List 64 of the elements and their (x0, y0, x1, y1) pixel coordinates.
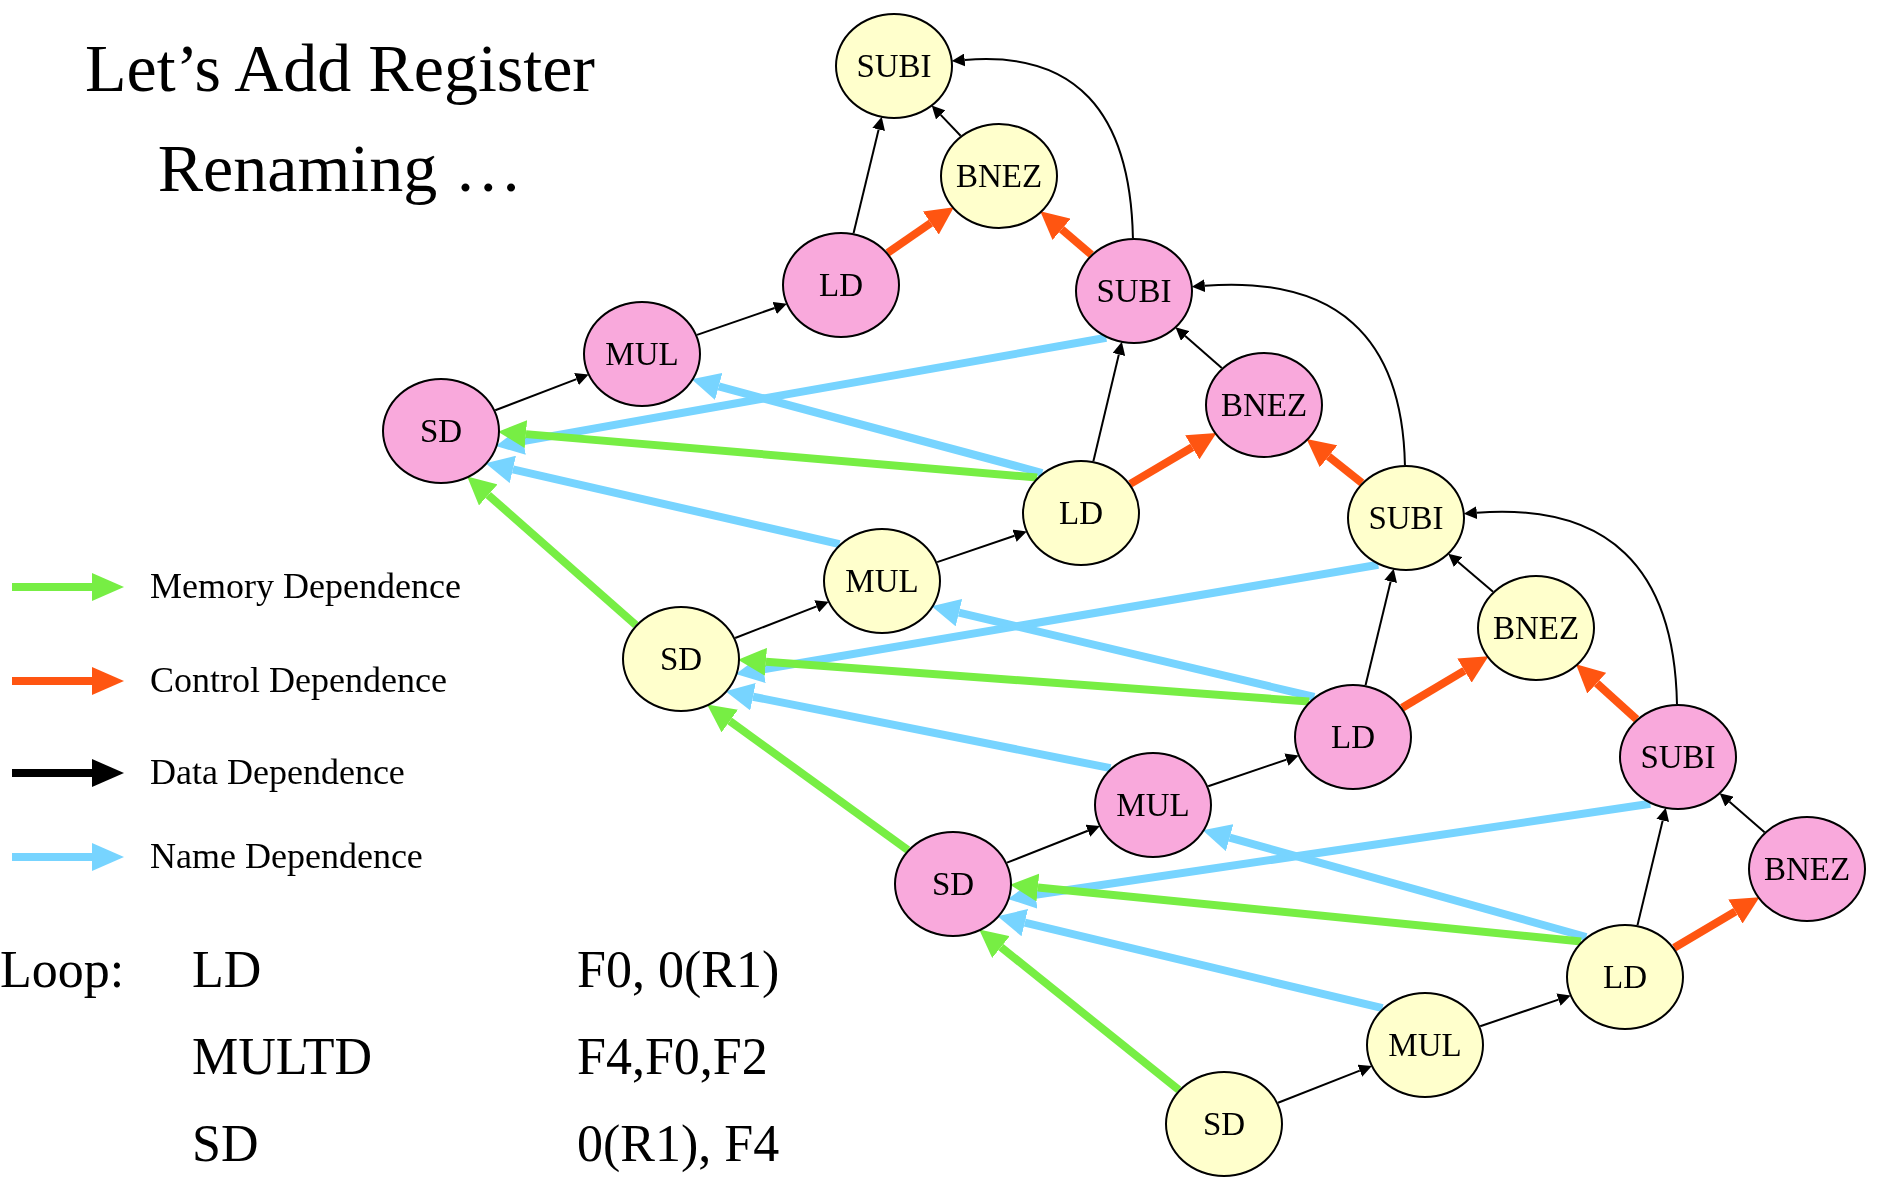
node-label: MUL (1116, 786, 1190, 824)
node-label: SD (931, 865, 975, 903)
arrow (1672, 897, 1760, 952)
arrow (1719, 793, 1766, 834)
arrow (1400, 656, 1489, 712)
arrow (931, 105, 962, 137)
arrow (707, 704, 911, 854)
arrow (979, 929, 1182, 1094)
arrow (1207, 753, 1299, 788)
arrow (951, 53, 1134, 239)
arrow (1479, 993, 1571, 1028)
code-text: LD (192, 940, 262, 1000)
arrow (1306, 438, 1365, 486)
node-label: SD (659, 640, 703, 678)
arrow (1010, 873, 1582, 946)
arrow (467, 476, 639, 628)
node-label: LD (819, 266, 863, 304)
arrow (885, 207, 954, 256)
title: Let’s Add Register Renaming … (84, 29, 596, 208)
node-label: SUBI (1096, 272, 1172, 310)
arrow (936, 529, 1027, 564)
arrow (696, 301, 787, 336)
arrow (494, 373, 589, 412)
arrow (1636, 807, 1670, 927)
node-label: MUL (605, 335, 679, 373)
node-label: LD (1059, 494, 1103, 532)
arrow (1175, 327, 1223, 369)
node-label: SD (419, 412, 463, 450)
legend-label: Name Dependence (150, 835, 423, 877)
node-label: MUL (845, 562, 919, 600)
arrow (498, 420, 1038, 482)
node-label: SUBI (1640, 738, 1716, 776)
arrow (1128, 433, 1217, 488)
legend-label: Memory Dependence (150, 565, 461, 607)
arrow (852, 116, 885, 235)
node-label: LD (1603, 958, 1647, 996)
code-text: 0(R1), F4 (577, 1114, 780, 1174)
node-label: BNEZ (1220, 386, 1308, 424)
arrow (1040, 211, 1094, 258)
node-label: MUL (1388, 1026, 1462, 1064)
arrow (1092, 341, 1126, 463)
code-text: MULTD (192, 1027, 373, 1087)
arrow (738, 647, 1310, 706)
node-label: LD (1331, 718, 1375, 756)
node-label: BNEZ (955, 157, 1043, 195)
node-label: SD (1202, 1105, 1246, 1143)
arrow (1463, 506, 1678, 705)
arrow (1277, 1064, 1372, 1104)
node-label: BNEZ (1763, 850, 1851, 888)
arrow (1191, 279, 1406, 466)
code-text: F0, 0(R1) (577, 940, 780, 1000)
code-text: SD (192, 1114, 259, 1174)
code-text: Loop: (0, 940, 125, 1000)
legend-label: Control Dependence (150, 659, 447, 701)
arrow (1006, 824, 1100, 864)
arrow (1576, 664, 1640, 723)
arrow (734, 600, 829, 639)
code-text: F4,F0,F2 (577, 1027, 768, 1087)
node-label: BNEZ (1492, 609, 1580, 647)
node-label: SUBI (1368, 499, 1444, 537)
legend-label: Data Dependence (150, 751, 405, 793)
node-label: SUBI (856, 47, 932, 85)
arrow (1364, 568, 1397, 687)
arrow (1448, 553, 1495, 593)
